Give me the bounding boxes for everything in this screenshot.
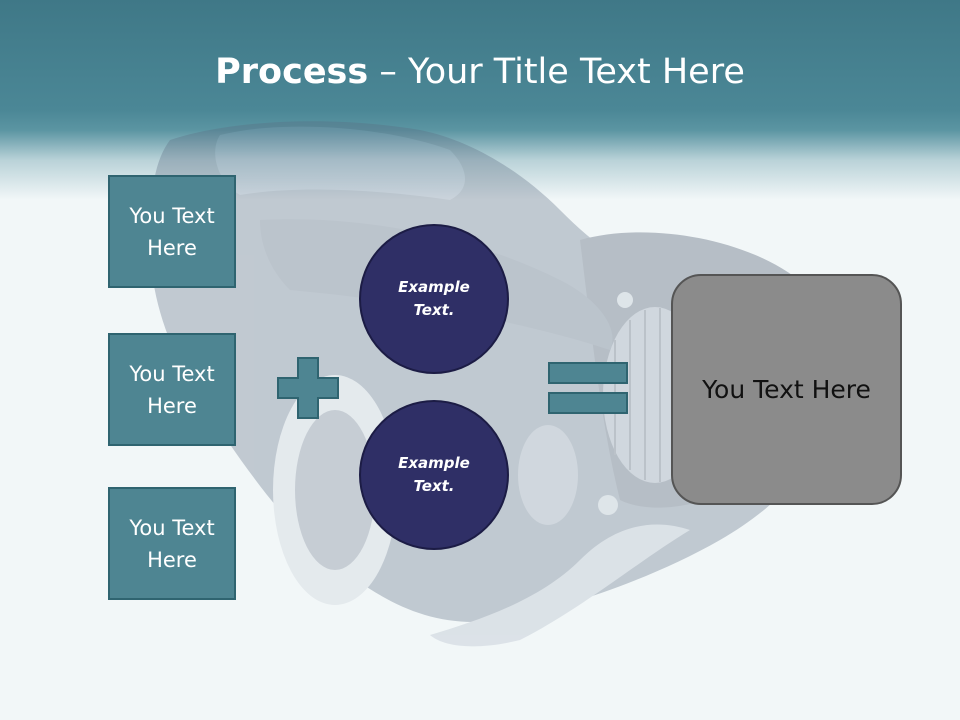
side-box-label: You Text Here xyxy=(129,361,215,418)
plus-icon xyxy=(277,357,339,419)
side-box-3: You Text Here xyxy=(108,487,236,600)
slide-title: Process – Your Title Text Here xyxy=(0,52,960,92)
result-label: You Text Here xyxy=(702,375,871,404)
side-box-1: You Text Here xyxy=(108,175,236,288)
result-box: You Text Here xyxy=(671,274,902,505)
equals-icon xyxy=(548,362,628,414)
example-circle-1: Example Text. xyxy=(359,224,509,374)
side-box-label: You Text Here xyxy=(129,203,215,260)
title-rest: – Your Title Text Here xyxy=(368,52,745,92)
circle-label: Example Text. xyxy=(398,454,470,495)
side-box-2: You Text Here xyxy=(108,333,236,446)
circle-label: Example Text. xyxy=(398,278,470,319)
side-box-label: You Text Here xyxy=(129,515,215,572)
title-bold: Process xyxy=(215,52,369,92)
header-band xyxy=(0,0,960,200)
example-circle-2: Example Text. xyxy=(359,400,509,550)
